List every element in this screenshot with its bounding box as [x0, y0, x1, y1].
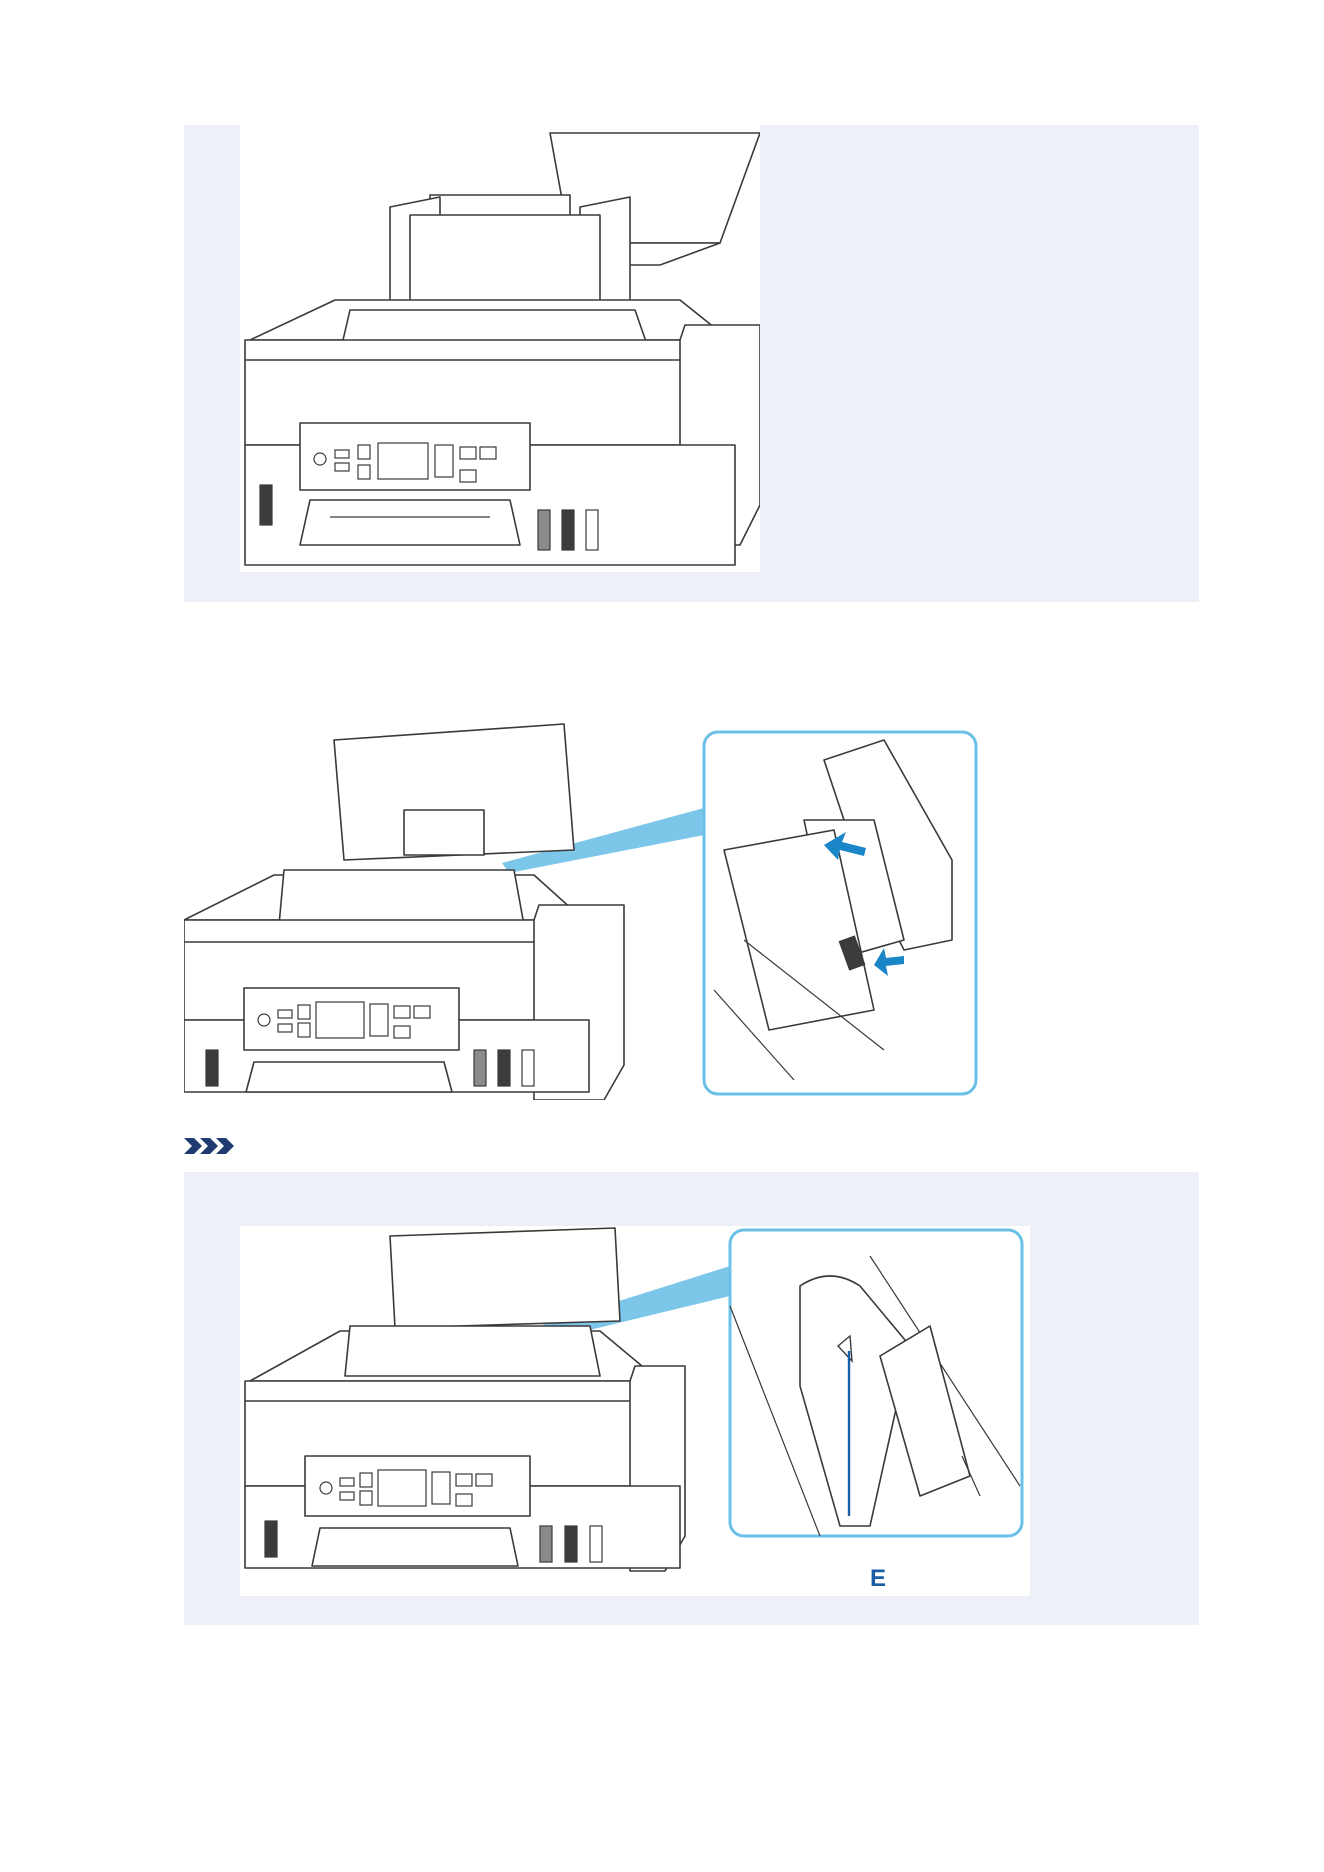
figure-paper-guides — [184, 720, 984, 1100]
paper-guides-zoom-icon — [184, 720, 984, 1100]
figure-printer-long-paper — [240, 125, 760, 572]
callout-label-e: E — [870, 1565, 886, 1593]
figure-guide-mark — [240, 1226, 1030, 1596]
guide-mark-zoom-icon — [240, 1226, 1030, 1596]
illustration-panel-2 — [184, 1172, 1199, 1625]
printer-long-paper-icon — [240, 125, 760, 572]
note-chevrons-icon — [184, 1136, 238, 1156]
illustration-panel-1 — [184, 125, 1199, 602]
